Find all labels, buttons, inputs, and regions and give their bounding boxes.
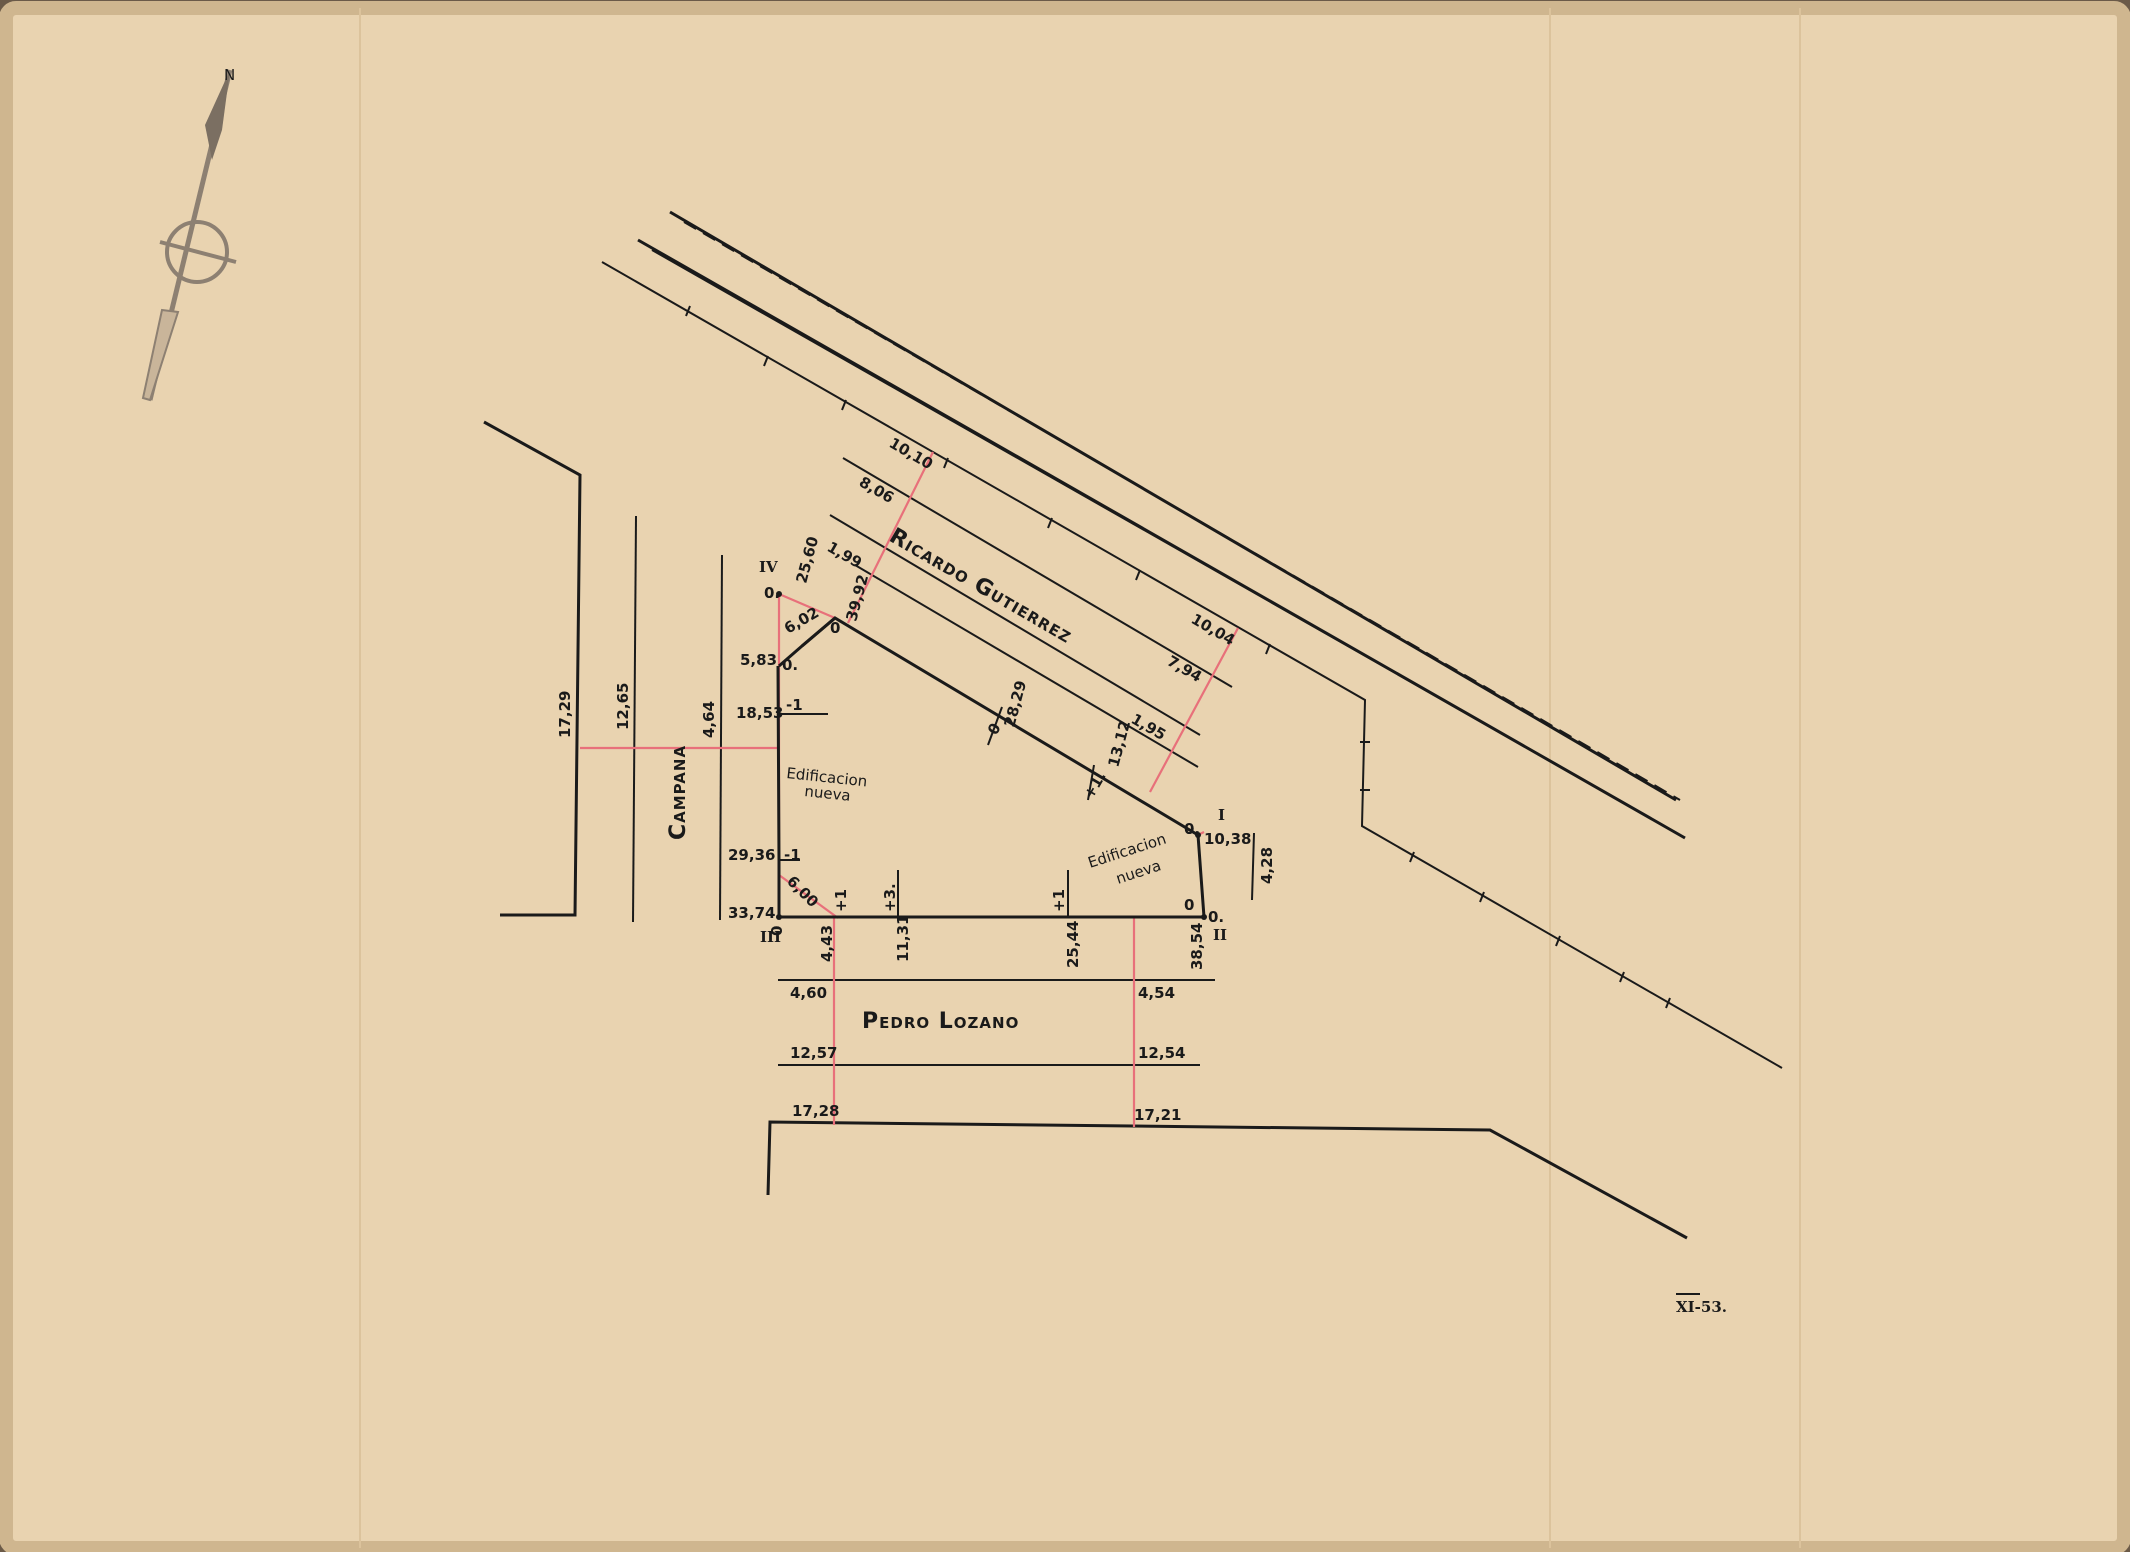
vertex-label-iii: III: [760, 928, 781, 946]
mark-minus1-top: -1: [786, 696, 803, 714]
mark-zero-iv: 0.: [764, 584, 780, 602]
sheet-reference: XI-53.: [1676, 1298, 1727, 1316]
label-29-36: 29,36: [728, 846, 775, 864]
label-18-53: 18,53: [736, 704, 783, 722]
north-label: N: [224, 66, 235, 84]
tick-marks: [779, 706, 1255, 917]
label-4-28: 4,28: [1258, 847, 1276, 884]
vertex-label-i: I: [1218, 806, 1225, 824]
mark-zero-i: 0.: [1184, 820, 1200, 838]
note-new-building-west-2: nueva: [804, 782, 852, 805]
label-10-38: 10,38: [1204, 830, 1251, 848]
vertex-label-iv: IV: [759, 558, 778, 576]
label-17-29: 17,29: [556, 691, 574, 738]
mark-zero-ii-b: 0.: [1208, 908, 1224, 926]
label-12-57: 12,57: [790, 1044, 837, 1062]
campana-lines: [483, 420, 723, 923]
label-25-44: 25,44: [1064, 921, 1082, 968]
pedro-lozano-lines: [766, 979, 1688, 1240]
label-5-83: 5,83: [740, 651, 777, 669]
mark-plus1-corner: +1: [832, 889, 850, 912]
mark-plus1-bottom: +1: [1050, 889, 1068, 912]
mark-zero-top: 0: [830, 619, 840, 637]
mark-zero-ii-a: 0: [1184, 896, 1194, 914]
railway-boundary: [601, 261, 1783, 1069]
vertex-points: [776, 591, 1207, 920]
label-4-60: 4,60: [790, 984, 827, 1002]
label-4-54: 4,54: [1138, 984, 1175, 1002]
street-pedro-lozano: Pedro Lozano: [862, 1009, 1019, 1034]
mark-zero-583: 0.: [782, 656, 798, 674]
mark-plus3: +3.: [881, 883, 899, 912]
mark-minus1-bottom: -1: [784, 846, 801, 864]
vertex-label-ii: II: [1213, 926, 1227, 944]
label-17-21: 17,21: [1134, 1106, 1181, 1124]
railway-tracks: [637, 210, 1686, 840]
label-33-74: 33,74: [728, 904, 775, 922]
label-4-64: 4,64: [700, 701, 718, 738]
paper-background: [6, 8, 2124, 1548]
label-12-65: 12,65: [614, 683, 632, 730]
label-11-31: 11,31: [894, 915, 912, 962]
north-arrow-icon: N: [141, 66, 237, 402]
label-12-54: 12,54: [1138, 1044, 1185, 1062]
label-17-28: 17,28: [792, 1102, 839, 1120]
label-4-43: 4,43: [818, 925, 836, 962]
paper-folds: [359, 8, 1801, 1548]
mark-zero-iii: 0: [768, 926, 786, 936]
red-offset-lines: [580, 451, 1239, 1127]
ricardo-gutierrez-lines: [829, 457, 1233, 768]
label-38-54: 38,54: [1188, 923, 1206, 970]
street-campana: Campana: [666, 745, 691, 840]
